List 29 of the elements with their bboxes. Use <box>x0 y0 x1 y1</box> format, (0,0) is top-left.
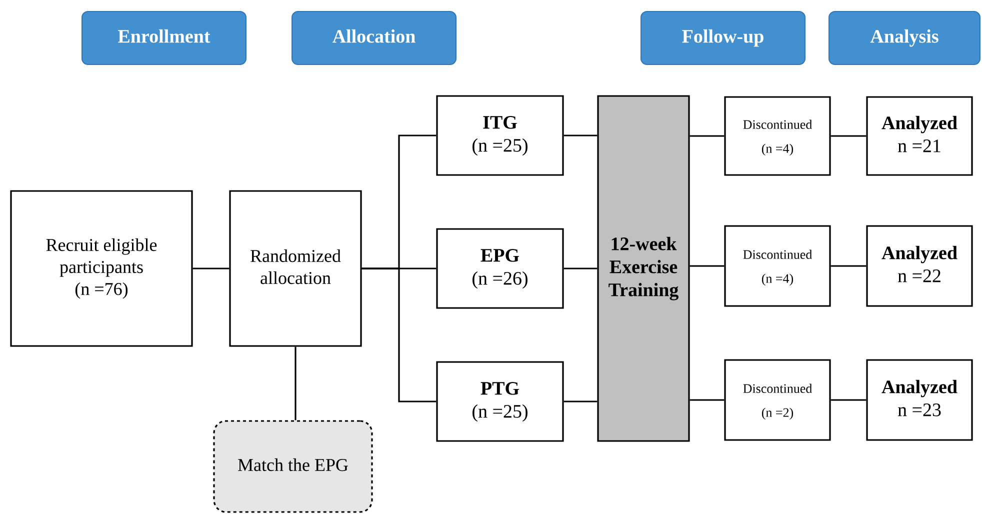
matching-box: Match the EPG <box>213 420 373 513</box>
group-box: Analyzed n =23 <box>866 359 973 441</box>
phase-header: Enrollment <box>82 11 246 65</box>
connector-line <box>564 268 598 270</box>
connector-line <box>362 268 436 402</box>
connector-line <box>192 268 230 270</box>
connector-line <box>830 135 866 137</box>
training-box: 12-week Exercise Training <box>597 95 690 442</box>
connector-line <box>690 399 724 401</box>
group-box: EPG (n =26) <box>436 228 564 309</box>
dropout-box: Discontinued (n =2) <box>724 359 831 441</box>
group-box: PTG (n =25) <box>436 361 564 442</box>
connector-line <box>830 265 866 267</box>
dropout-box: Discontinued (n =4) <box>724 96 831 176</box>
connector-line <box>564 134 598 136</box>
group-box: Analyzed n =21 <box>866 96 973 176</box>
connector-line <box>294 346 296 420</box>
phase-header: Follow-up <box>640 11 806 65</box>
group-box: Analyzed n =22 <box>866 225 973 307</box>
connector-line <box>690 135 724 137</box>
connector-line <box>690 265 724 267</box>
dropout-box: Discontinued (n =4) <box>724 225 831 307</box>
phase-header: Analysis <box>828 11 981 65</box>
group-box: ITG (n =25) <box>436 95 564 176</box>
process-box: Randomized allocation <box>229 190 362 347</box>
process-box: Recruit eligible participants (n =76) <box>10 190 193 347</box>
phase-header: Allocation <box>292 11 456 65</box>
connector-line <box>830 399 866 401</box>
connector-line <box>564 400 598 402</box>
